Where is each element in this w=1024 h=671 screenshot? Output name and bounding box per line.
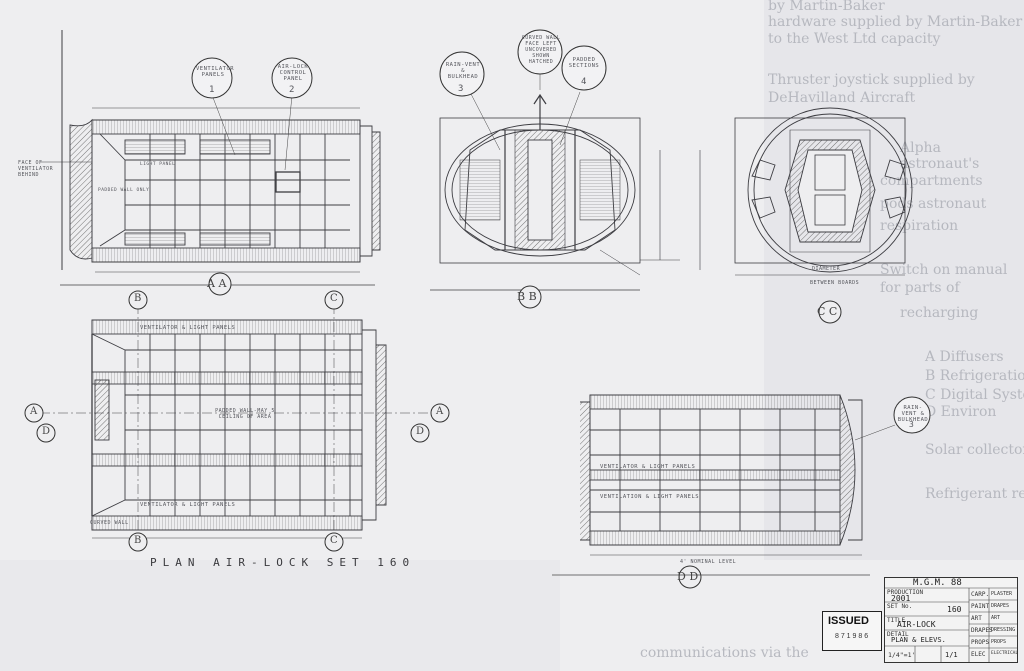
section-marker-c-top: C	[330, 293, 338, 304]
bleed-line: Switch on manual	[880, 262, 1008, 278]
tb-dept: ELEC	[971, 651, 986, 658]
note-dd-bottom: 4' NOMINAL LEVEL	[680, 559, 737, 565]
elevation-aa	[40, 30, 381, 286]
section-marker-b-bottom: B	[134, 535, 142, 546]
stamp-label: ISSUED	[828, 615, 869, 627]
bleed-line: communications via the	[640, 645, 809, 661]
tb-dept-right: PROPS	[991, 639, 1007, 645]
bleed-line: Solar collectors	[925, 442, 1024, 458]
plan-title: PLAN AIR-LOCK SET 160	[150, 556, 416, 569]
section-cc	[699, 107, 913, 276]
tb-dept-right: DRAPES	[991, 603, 1010, 609]
bleed-line: Alpha	[900, 140, 941, 156]
callout-number: 3	[458, 84, 464, 94]
section-marker-b-top: B	[134, 293, 142, 304]
note-padded-center: PADDED WALL-MAY 5 CEILING OF AREA	[215, 408, 275, 420]
bleed-line: astronaut's	[900, 156, 980, 172]
bleed-through-region	[764, 0, 1024, 560]
note-curved-wall: CURVED WALL	[90, 520, 129, 526]
tb-dept-right: PLASTER	[991, 591, 1013, 597]
bleed-line: hardware supplied by Martin-Baker	[768, 14, 1023, 30]
note-dd-vent-top: VENTILATOR & LIGHT PANELS	[600, 464, 696, 470]
section-marker-a-right: A	[436, 406, 444, 417]
tb-title-label: TITLE	[887, 617, 906, 624]
section-markers	[24, 272, 842, 589]
tb-set-label: SET No.	[887, 603, 913, 610]
callout-text: CURVED WALL FACE LEFT UNCOVERED SHOWN HA…	[521, 35, 561, 65]
callout-number: 2	[289, 85, 295, 95]
bleed-line: Refrigerant return	[925, 486, 1024, 502]
callout-number: 4	[581, 77, 587, 87]
callout-leaders	[211, 70, 896, 441]
elevation-dd	[580, 394, 863, 556]
tb-dept-right: ART	[991, 615, 1001, 621]
tb-set: 160	[947, 605, 962, 614]
tb-title: AIR-LOCK	[897, 620, 936, 629]
tb-sheet: 1/1	[945, 651, 958, 659]
tb-studio: M.G.M. 88	[913, 578, 962, 588]
section-marker-c-bottom: C	[330, 535, 338, 546]
section-marker-a-left: A	[30, 406, 38, 417]
note-dd-vent-bottom: VENTILATION & LIGHT PANELS	[600, 494, 700, 500]
tb-dept: PAINT	[971, 603, 990, 610]
callout-bubbles	[191, 29, 931, 434]
tb-detail: PLAN & ELEVS.	[891, 636, 946, 644]
section-label-bb: B B	[517, 290, 537, 303]
bleed-line: to the West Ltd capacity	[768, 31, 941, 47]
note-cc-floor: BETWEEN BOARDS	[810, 280, 860, 286]
tb-dept-right: ELECTRICAL	[991, 651, 1019, 656]
section-label-cc: C C	[817, 305, 838, 318]
bleed-line: B Refrigeration	[925, 368, 1024, 384]
callout-text: RAIN-VENT & BULKHEAD	[445, 62, 481, 80]
section-marker-d-left: D	[42, 426, 51, 437]
callout-number: 1	[209, 85, 215, 95]
note-light-panel: LIGHT PANEL	[140, 162, 176, 167]
bleed-line: respiration	[880, 218, 959, 234]
note-cc-dim: DIAMETER	[812, 266, 841, 272]
tb-dept: PROPS	[971, 639, 990, 646]
bleed-line: A Diffusers	[925, 349, 1004, 365]
note-padded-wall: PADDED WALL ONLY	[98, 188, 150, 193]
section-label-dd: D D	[677, 570, 699, 583]
tb-dept-right: DRESSING	[991, 627, 1016, 633]
title-block-grid	[885, 587, 1017, 662]
bleed-line: pods astronaut	[880, 196, 987, 212]
section-bb	[430, 93, 680, 291]
title-block: M.G.M. 88 PRODUCTION 2001 SET No. 160 TI…	[884, 577, 1018, 663]
tb-dept: ART	[971, 615, 982, 622]
tb-detail-label: DETAIL	[887, 631, 909, 638]
bleed-line: for parts of	[880, 280, 960, 296]
stamp-date: 8 7 1 9 8 6	[835, 633, 869, 640]
tb-production: 2001	[891, 594, 911, 603]
bleed-through-lower	[0, 560, 560, 671]
callout-text: VENTILATOR PANELS	[196, 66, 235, 78]
section-marker-d-right: D	[416, 426, 425, 437]
callout-text: RAIN-VENT & BULKHEAD	[897, 405, 929, 423]
bleed-line: C Digital Systems	[925, 387, 1024, 403]
callout-text: PADDED SECTIONS	[568, 57, 600, 69]
tb-dept: CARP.	[971, 591, 990, 598]
note-ventilator-top: VENTILATOR & LIGHT PANELS	[140, 325, 236, 331]
bleed-line: D Environ	[925, 404, 997, 420]
tb-dept: DRAPES	[971, 627, 993, 634]
note-ventilator-bottom: VENTILATOR & LIGHT PANELS	[140, 502, 236, 508]
bleed-line: recharging	[900, 305, 979, 321]
issued-stamp: ISSUED 8 7 1 9 8 6	[822, 611, 882, 651]
bleed-line: Thruster joystick supplied by	[768, 72, 975, 88]
section-label-aa: A A	[207, 277, 227, 290]
plan-view	[40, 304, 440, 540]
note-left: FACE OF VENTILATOR BEHIND	[18, 160, 54, 178]
bleed-line: DeHavilland Aircraft	[768, 90, 916, 106]
callout-number: 3	[909, 420, 915, 429]
tb-production-label: PRODUCTION	[887, 589, 924, 596]
bleed-line: by Martin-Baker	[768, 0, 885, 14]
callout-text: AIR-LOCK CONTROL PANEL	[277, 64, 309, 82]
tb-scale: 1/4"=1'	[888, 651, 916, 659]
